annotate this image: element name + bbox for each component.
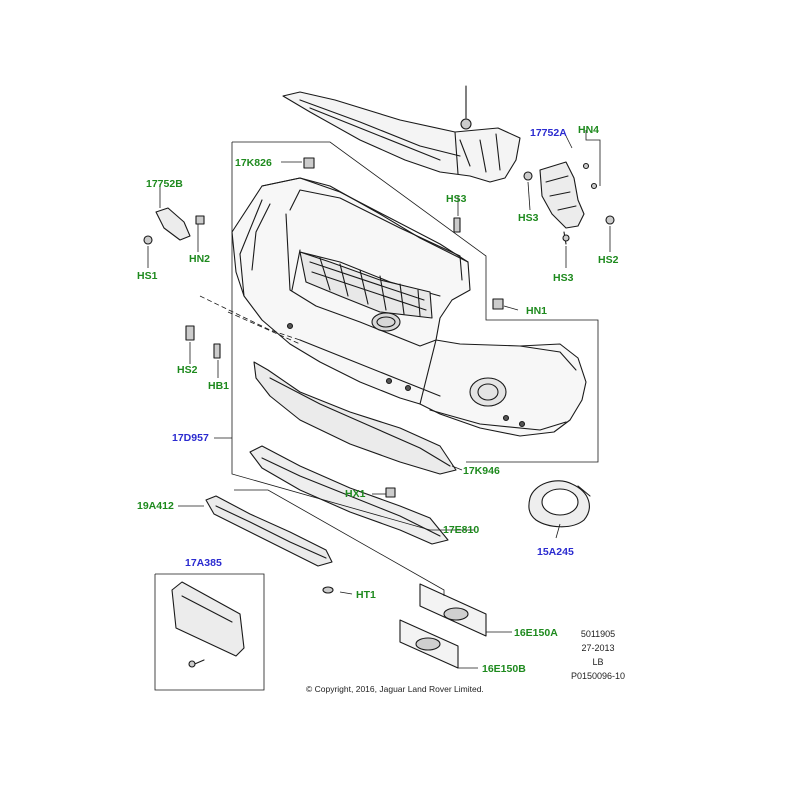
fixing-label-ht1: HT1: [356, 589, 376, 601]
fixing-label-hn4: HN4: [578, 124, 600, 136]
part-label-17a385: 17A385: [185, 557, 222, 569]
lower-grille-17k946: [249, 445, 449, 545]
lower-trim-19a412: [205, 495, 333, 567]
part-label-16e150a: 16E150A: [514, 627, 558, 639]
leader-lines: [147, 130, 611, 691]
fixing-label-hs3-center: HS3: [446, 193, 467, 205]
part-label-17e810: 17E810: [443, 524, 480, 536]
part-label-15a245: 15A245: [537, 546, 574, 558]
fixing-label-hs1: HS1: [137, 270, 158, 282]
lower-spoiler-17d957: [253, 361, 457, 475]
fog-lamp-bezel-15a245: [528, 480, 591, 528]
bracket-17752b: [143, 207, 205, 245]
fixing-label-hn2: HN2: [189, 253, 211, 265]
number-plate-bracket-17a385: [171, 581, 245, 668]
drawing-ref-date: 27-2013: [581, 643, 615, 653]
fixing-label-hs3-right: HS3: [518, 212, 539, 224]
fixing-label-hx1: HX1: [345, 488, 366, 500]
copyright-notice: © Copyright, 2016, Jaguar Land Rover Lim…: [306, 684, 484, 694]
bracket-17752a: [523, 161, 615, 245]
part-label-17752b: 17752B: [146, 178, 183, 190]
fixing-label-hb1: HB1: [208, 380, 230, 392]
fixing-label-hn1: HN1: [526, 305, 548, 317]
fixing-label-hs2-right: HS2: [598, 254, 619, 266]
part-label-17k946: 17K946: [463, 465, 500, 477]
fixing-label-hs2-left: HS2: [177, 364, 198, 376]
fixing-label-hs3-right-lower: HS3: [553, 272, 574, 284]
fixings: [185, 157, 504, 594]
drawing-ref-id: P0150096-10: [570, 671, 626, 681]
reinforcement-beam: [282, 85, 521, 183]
part-label-16e150b: 16E150B: [482, 663, 526, 675]
drawing-ref-number: 5011905: [580, 629, 616, 639]
plate-16e150a: [419, 583, 487, 637]
part-label-19a412: 19A412: [137, 500, 174, 512]
plate-16e150b: [399, 619, 459, 669]
part-label-17752a: 17752A: [530, 127, 567, 139]
drawing-ref-code: LB: [592, 657, 604, 667]
dashed-guides: [199, 295, 301, 345]
part-label-17d957: 17D957: [172, 432, 209, 444]
part-label-17k826: 17K826: [235, 157, 272, 169]
grille-mesh: [299, 251, 433, 332]
